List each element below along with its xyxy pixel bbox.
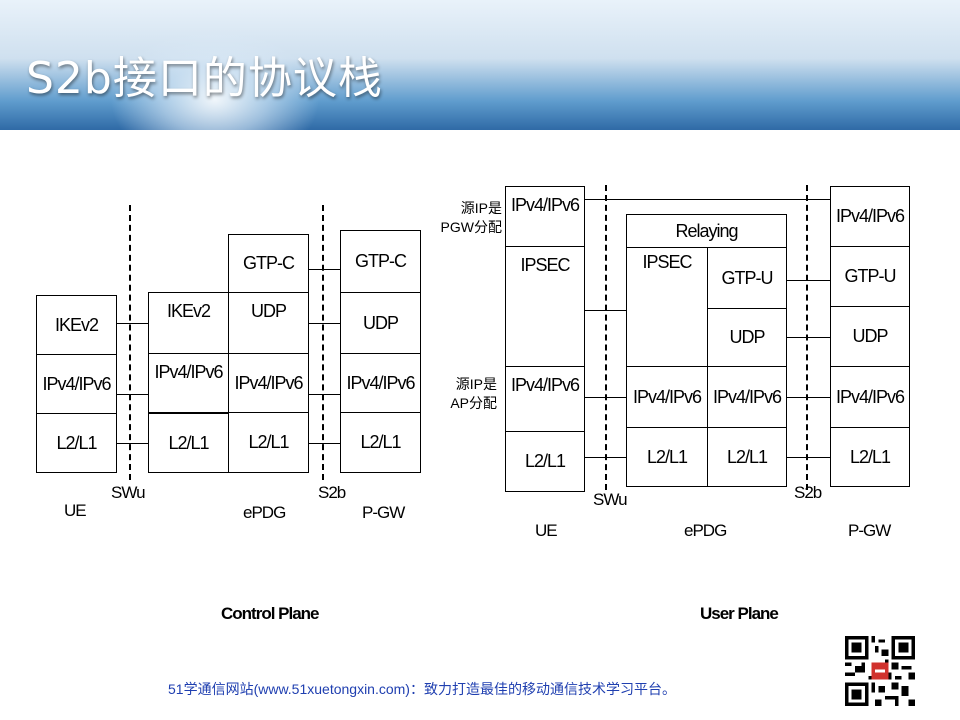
footer-text: 51学通信网站(www.51xuetongxin.com)：致力打造最佳的移动通… [168,681,676,697]
up-ue-ipsec: IPSEC [505,246,585,367]
up-note-outer-line1: 源IP是 [455,376,497,392]
up-ue-label: UE [535,521,558,540]
cp-link-ikev2 [117,323,148,324]
up-epdg-gtpu: GTP-U [707,247,787,309]
cp-link-gtpc [309,269,340,270]
header-banner [0,0,960,130]
up-link-ip-s2b [787,397,830,398]
up-ue-inner-ip: IPv4/IPv6 [505,186,585,247]
cp-epdg-l2l1-left: L2/L1 [148,412,229,473]
up-epdg-l2l1-left: L2/L1 [626,427,708,487]
slide-title: S2b接口的协议栈 [26,53,383,104]
up-link-udp [787,337,830,338]
cp-ue-label: UE [64,501,87,520]
cp-swu-dashed-line [129,205,131,480]
up-epdg-ipsec: IPSEC [626,247,708,367]
user-plane-label: User Plane [700,604,779,623]
up-ue-l2l1: L2/L1 [505,431,585,492]
cp-ue-ip: IPv4/IPv6 [36,354,117,414]
up-pgw-label: P-GW [848,521,891,540]
cp-link-ip-swu [117,394,148,395]
cp-pgw-ip: IPv4/IPv6 [340,353,421,413]
cp-epdg-gtpc: GTP-C [228,234,309,293]
up-note-inner-line2: PGW分配 [440,219,502,235]
cp-s2b-label: S2b [318,483,346,502]
up-s2b-dashed-line [806,185,808,490]
up-epdg-relaying: Relaying [626,214,787,248]
cp-epdg-l2l1-right: L2/L1 [228,412,309,473]
cp-pgw-gtpc: GTP-C [340,230,421,293]
cp-epdg-udp: UDP [228,292,309,354]
up-epdg-ip-right: IPv4/IPv6 [707,366,787,428]
up-note-inner-ip: 源IP是 PGW分配 [426,199,502,237]
cp-link-l2-swu [117,443,148,444]
up-note-outer-ip: 源IP是 AP分配 [426,375,497,413]
qr-code-icon [845,636,915,706]
up-swu-label: SWu [593,490,628,509]
up-link-gtpu [787,280,830,281]
up-s2b-label: S2b [794,483,822,502]
up-note-inner-line1: 源IP是 [460,200,502,216]
cp-link-udp [309,323,340,324]
cp-epdg-label: ePDG [243,503,286,522]
cp-pgw-udp: UDP [340,292,421,354]
up-pgw-l2l1: L2/L1 [830,427,910,487]
cp-link-ip-s2b [309,394,340,395]
control-plane-label: Control Plane [221,604,320,623]
up-pgw-gtpu: GTP-U [830,246,910,307]
up-epdg-label: ePDG [684,521,727,540]
cp-ue-l2l1: L2/L1 [36,413,117,473]
up-link-l2-s2b [787,457,830,458]
cp-pgw-label: P-GW [362,503,405,522]
up-ue-outer-ip: IPv4/IPv6 [505,366,585,432]
cp-ue-ikev2: IKEv2 [36,295,117,355]
cp-swu-label: SWu [111,483,146,502]
up-pgw-udp: UDP [830,306,910,367]
cp-epdg-ikev2: IKEv2 [148,292,229,354]
up-pgw-outer-ip: IPv4/IPv6 [830,366,910,428]
cp-epdg-ip-right: IPv4/IPv6 [228,353,309,413]
cp-pgw-l2l1: L2/L1 [340,412,421,473]
up-epdg-ip-left: IPv4/IPv6 [626,366,708,428]
water-splash-decoration [110,30,320,130]
cp-link-l2-s2b [309,443,340,444]
up-link-inner-ip [585,199,830,200]
up-epdg-l2l1-right: L2/L1 [707,427,787,487]
up-swu-dashed-line [605,185,607,490]
up-pgw-inner-ip: IPv4/IPv6 [830,186,910,247]
up-epdg-udp: UDP [707,308,787,367]
cp-epdg-ip-left: IPv4/IPv6 [148,353,229,413]
cp-s2b-dashed-line [322,205,324,480]
up-note-outer-line2: AP分配 [450,395,497,411]
